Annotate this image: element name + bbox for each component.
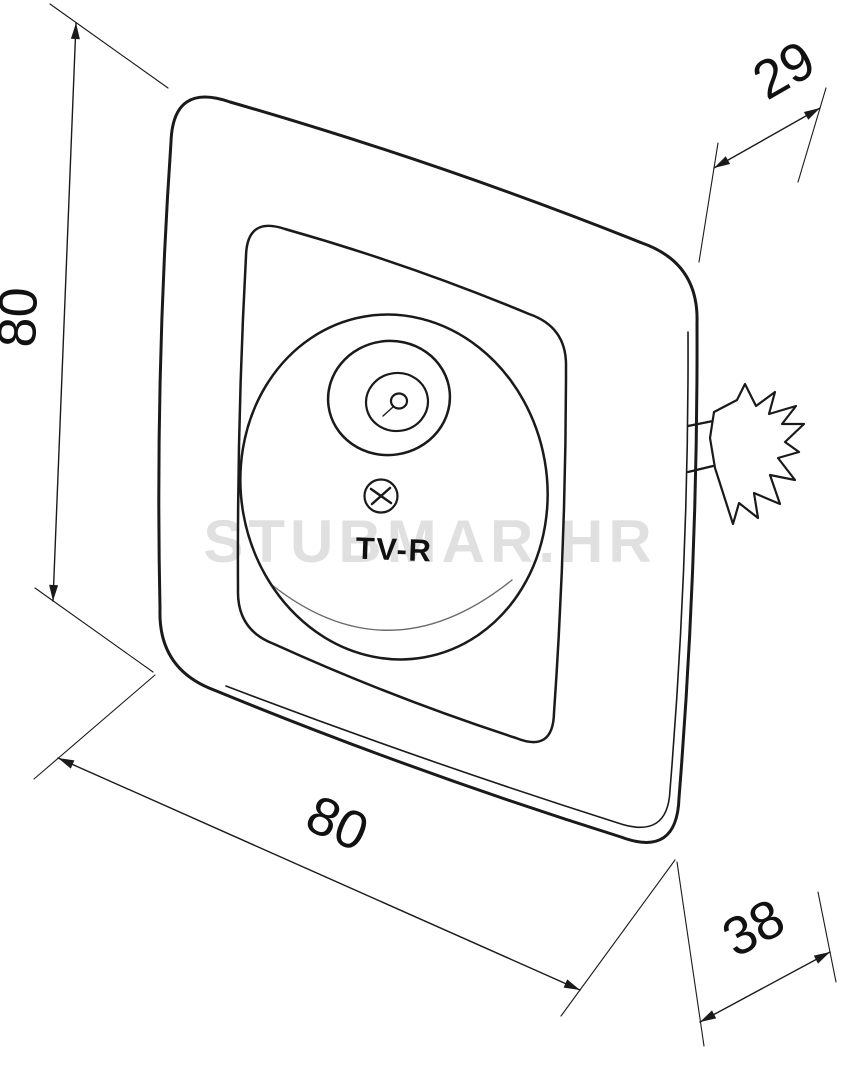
extension-line (49, 3, 169, 89)
dim-arrow (49, 584, 59, 601)
dim-label-front-depth: 29 (743, 29, 825, 111)
claw-support-bottom (686, 464, 715, 474)
extension-line (698, 142, 719, 263)
dim-label-width: 80 (298, 784, 377, 863)
dimension-line (52, 22, 77, 602)
dim-label-height: 80 (0, 286, 49, 348)
dimension-line (713, 107, 821, 169)
coax-pin-hole (389, 392, 409, 410)
dimension-total-depth: 38 (676, 861, 837, 1047)
dim-arrow (714, 156, 731, 168)
claw-support-top (686, 419, 715, 428)
dim-arrow (700, 1010, 717, 1022)
socket-label: TV-R (355, 531, 433, 569)
watermark: STUBMAR.HR (203, 508, 656, 575)
dimension-height: 80 (0, 3, 169, 673)
dim-arrow (803, 108, 820, 120)
socket-body: TV-R (157, 95, 806, 844)
dim-arrow (58, 758, 75, 769)
mounting-claw (686, 382, 806, 526)
dim-arrow (70, 23, 80, 40)
extension-line (817, 891, 837, 983)
dim-label-total-depth: 38 (713, 888, 794, 969)
dim-arrow (813, 952, 830, 964)
screw-cross-icon (369, 486, 393, 506)
dim-arrow (563, 979, 580, 990)
plate-thickness-edge (225, 331, 689, 828)
fixing-screw (363, 478, 399, 514)
extension-line (797, 87, 827, 183)
extension-line (676, 861, 705, 1047)
extension-line (34, 587, 154, 673)
dimension-line (57, 757, 581, 991)
dimension-front-depth: 29 (698, 29, 827, 263)
extension-line (33, 674, 156, 780)
coax-connector (326, 339, 452, 457)
extension-line (560, 859, 676, 1017)
claw-teeth (708, 382, 806, 526)
recess-shadow-arc (271, 579, 513, 631)
pin-slot-line (382, 406, 394, 417)
dimension-line (699, 951, 831, 1023)
